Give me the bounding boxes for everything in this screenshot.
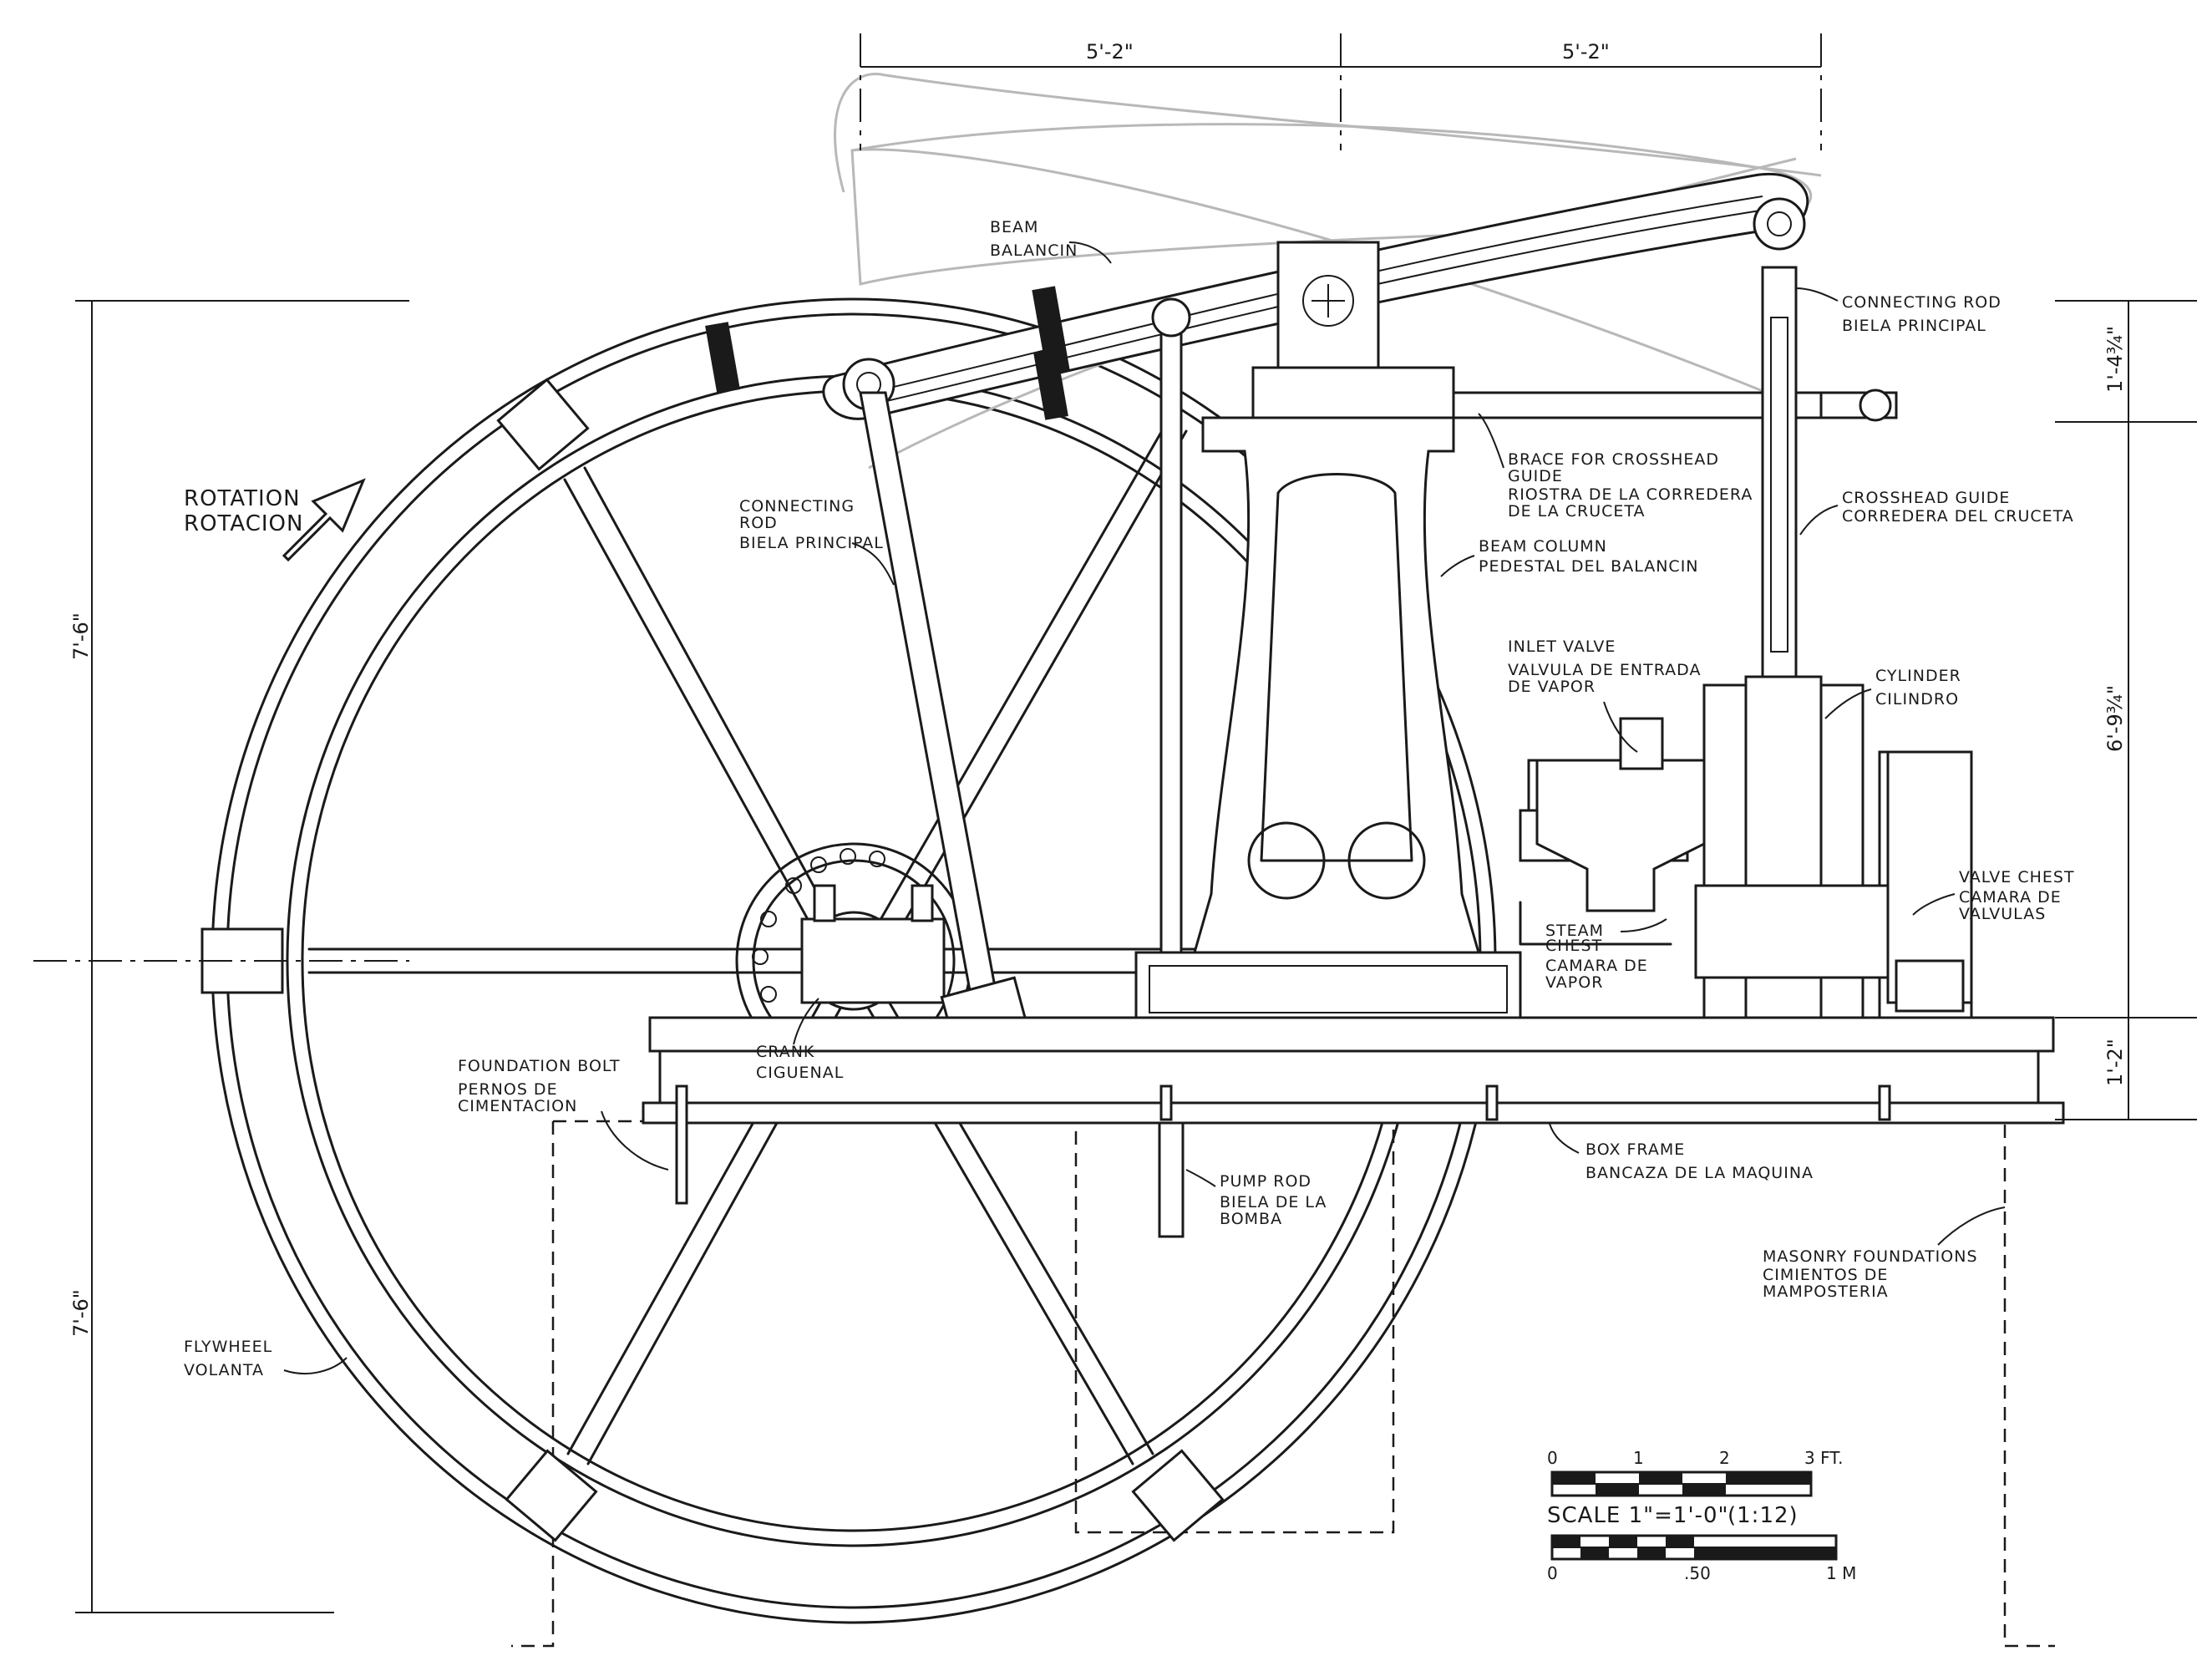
label-box-frame: BOX FRAME BANCAZA DE LA MAQUINA: [1549, 1123, 1814, 1182]
label-inlet-valve-3: DE VAPOR: [1508, 678, 1596, 696]
label-valve-chest-2: CAMARA DE: [1959, 888, 2062, 907]
label-crosshead-es: CORREDERA DEL CRUCETA: [1842, 507, 2074, 526]
label-connecting-rod-left-3: BIELA PRINCIPAL: [739, 534, 884, 552]
label-masonry-3: MAMPOSTERIA: [1763, 1283, 1889, 1301]
label-brace-4: DE LA CRUCETA: [1508, 502, 1646, 521]
label-rotation-en: ROTATION: [184, 486, 301, 511]
label-inlet-valve-1: INLET VALVE: [1508, 637, 1616, 656]
label-beam-es: BALANCIN: [990, 241, 1078, 260]
label-flywheel-es: VOLANTA: [184, 1361, 264, 1379]
box-frame: [642, 1016, 2065, 1125]
label-inlet-valve: INLET VALVE VALVULA DE ENTRADA DE VAPOR: [1508, 637, 1701, 753]
label-beam-column-es: PEDESTAL DEL BALANCIN: [1479, 557, 1699, 576]
crosshead-guide-and-brace: [1452, 266, 1898, 687]
metric-scale: 0 .50 1 M: [1547, 1534, 1856, 1583]
label-rotation-es: ROTACION: [184, 511, 303, 536]
dim-top-left: 5'-2": [1086, 40, 1134, 63]
label-masonry: MASONRY FOUNDATIONS CIMIENTOS DE MAMPOST…: [1763, 1206, 2006, 1301]
scale-ratio: (1:12): [1727, 1503, 1799, 1528]
scale-title: SCALE 1"=1'-0": [1547, 1503, 1728, 1528]
label-masonry-2: CIMIENTOS DE: [1763, 1266, 1888, 1284]
beam-column: [1134, 241, 1522, 1029]
beam-ghost-positions: [834, 73, 1822, 470]
label-connecting-rod-right: CONNECTING ROD BIELA PRINCIPAL: [1795, 287, 2001, 335]
dim-right-1: 1'-4³⁄₄": [2103, 326, 2127, 393]
metric-tick-0: 0: [1547, 1563, 1558, 1583]
imperial-tick-2: 2: [1719, 1448, 1730, 1468]
label-foundation-bolt-3: CIMENTACION: [458, 1097, 577, 1115]
label-connecting-rod-left-1: CONNECTING: [739, 497, 855, 516]
label-box-frame-en: BOX FRAME: [1585, 1140, 1685, 1159]
label-steam-chest-2: CHEST: [1545, 937, 1602, 955]
rotation-arrow-icon: [282, 478, 366, 562]
label-connecting-rod-right-es: BIELA PRINCIPAL: [1842, 317, 1986, 335]
label-brace-3: RIOSTRA DE LA CORREDERA: [1508, 485, 1753, 504]
label-foundation-bolt-1: FOUNDATION BOLT: [458, 1057, 620, 1075]
inlet-valve: [1519, 717, 1706, 946]
dim-left-upper: 7'-6": [69, 612, 93, 660]
label-crosshead-guide: CROSSHEAD GUIDE CORREDERA DEL CRUCETA: [1799, 489, 2074, 536]
label-pump-rod-1: PUMP ROD: [1220, 1172, 1311, 1191]
imperial-scale: 0 1 2 3 FT.: [1547, 1448, 1843, 1497]
label-steam-chest-1: STEAM: [1545, 922, 1604, 940]
label-steam-chest-4: VAPOR: [1545, 973, 1603, 992]
top-dimension: 5'-2" 5'-2": [860, 33, 1822, 150]
metric-tick-1m: 1 M: [1826, 1563, 1856, 1583]
label-steam-chest: STEAM CHEST CAMARA DE VAPOR: [1545, 918, 1667, 992]
scale-bar: 0 1 2 3 FT. SCALE 1"=1'-0" (1:12) 0 .50 …: [1547, 1448, 1856, 1583]
labels: BEAM BALANCIN CONNECTING ROD BIELA PRINC…: [184, 218, 2075, 1379]
label-connecting-rod-right-en: CONNECTING ROD: [1842, 293, 2001, 312]
valve-chest: [1886, 750, 1973, 1013]
label-cylinder: CYLINDER CILINDRO: [1824, 667, 1961, 719]
label-rotation: ROTATION ROTACION: [184, 486, 303, 536]
dim-right-3: 1'-2": [2103, 1039, 2127, 1086]
label-brace: BRACE FOR CROSSHEAD GUIDE RIOSTRA DE LA …: [1478, 413, 1753, 521]
imperial-tick-0: 0: [1547, 1448, 1558, 1468]
label-crank: CRANK CIGUENAL: [756, 998, 844, 1082]
imperial-tick-3: 3 FT.: [1804, 1448, 1843, 1468]
label-valve-chest-1: VALVE CHEST: [1959, 868, 2075, 886]
label-flywheel-en: FLYWHEEL: [184, 1338, 272, 1356]
label-crosshead-en: CROSSHEAD GUIDE: [1842, 489, 2010, 507]
crank-bearing: [800, 884, 946, 1004]
dim-right-2: 6'-9³⁄₄": [2103, 685, 2127, 752]
label-pump-rod-2: BIELA DE LA: [1220, 1193, 1327, 1211]
label-steam-chest-3: CAMARA DE: [1545, 957, 1648, 975]
label-foundation-bolt-2: PERNOS DE: [458, 1080, 558, 1099]
label-connecting-rod-left: CONNECTING ROD BIELA PRINCIPAL: [739, 497, 895, 586]
label-valve-chest-3: VALVULAS: [1959, 905, 2046, 923]
label-brace-1: BRACE FOR CROSSHEAD: [1508, 450, 1719, 469]
imperial-tick-1: 1: [1633, 1448, 1644, 1468]
label-valve-chest: VALVE CHEST CAMARA DE VALVULAS: [1912, 868, 2075, 923]
left-dimension: 7'-6" 7'-6": [33, 300, 409, 1613]
label-connecting-rod-left-2: ROD: [739, 514, 778, 532]
foundation-bolt: [675, 1084, 1891, 1205]
label-beam-column: BEAM COLUMN PEDESTAL DEL BALANCIN: [1440, 537, 1699, 577]
label-box-frame-es: BANCAZA DE LA MAQUINA: [1585, 1164, 1814, 1182]
label-foundation-bolt: FOUNDATION BOLT PERNOS DE CIMENTACION: [458, 1057, 669, 1171]
label-pump-rod-3: BOMBA: [1220, 1210, 1282, 1228]
label-beam: BEAM BALANCIN: [990, 218, 1112, 264]
label-flywheel: FLYWHEEL VOLANTA: [184, 1338, 348, 1379]
label-beam-column-en: BEAM COLUMN: [1479, 537, 1607, 556]
label-crank-en: CRANK: [756, 1043, 814, 1061]
label-masonry-1: MASONRY FOUNDATIONS: [1763, 1247, 1978, 1266]
label-cylinder-en: CYLINDER: [1875, 667, 1961, 685]
metric-tick-050: .50: [1684, 1563, 1711, 1583]
pump-rod: [1151, 297, 1191, 1238]
label-inlet-valve-2: VALVULA DE ENTRADA: [1508, 661, 1701, 679]
label-crank-es: CIGUENAL: [756, 1064, 844, 1082]
dim-left-lower: 7'-6": [69, 1289, 93, 1337]
right-dimension: 1'-4³⁄₄" 6'-9³⁄₄" 1'-2": [2055, 300, 2197, 1120]
beam-straps: [705, 286, 1070, 420]
label-cylinder-es: CILINDRO: [1875, 690, 1959, 709]
label-brace-2: GUIDE: [1508, 467, 1563, 485]
label-beam-en: BEAM: [990, 218, 1038, 236]
dim-top-right: 5'-2": [1562, 40, 1610, 63]
label-pump-rod: PUMP ROD BIELA DE LA BOMBA: [1185, 1169, 1327, 1228]
